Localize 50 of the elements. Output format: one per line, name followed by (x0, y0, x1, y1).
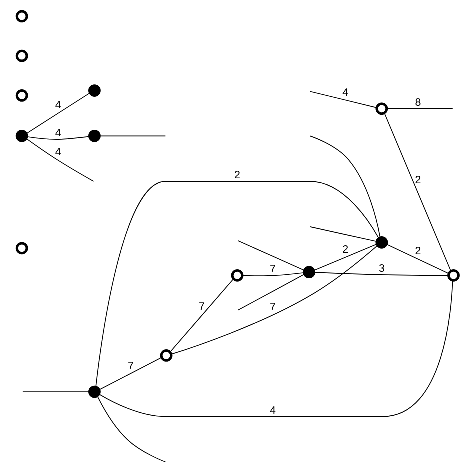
connector (242, 272, 304, 276)
edge-label: 7 (198, 300, 204, 313)
edge-label: 7 (270, 264, 276, 276)
edge-label: 2 (342, 244, 348, 256)
node-dot (88, 386, 100, 398)
node-circle (230, 269, 244, 282)
node-dot (15, 130, 28, 142)
connector (99, 280, 453, 418)
connector (97, 396, 166, 463)
edge-label: 4 (54, 146, 61, 158)
connector (100, 136, 166, 137)
connector (309, 136, 380, 238)
connector (237, 240, 304, 271)
connector (169, 278, 234, 353)
node-circle (15, 10, 28, 23)
connector (314, 244, 376, 271)
connector (386, 244, 449, 274)
node-circle (447, 269, 460, 282)
connector (99, 357, 162, 390)
connector (26, 93, 90, 134)
connector (386, 108, 453, 110)
edge-label: 2 (414, 246, 421, 258)
connector (314, 272, 449, 276)
edge-label: 3 (378, 262, 384, 275)
edge-label: 7 (128, 360, 134, 372)
node-dot (88, 84, 100, 97)
connector (237, 274, 304, 311)
edge-label: 2 (414, 174, 421, 187)
edge-label: 4 (54, 127, 61, 140)
node-circle (15, 242, 28, 255)
node-circle (15, 50, 28, 62)
connector (309, 226, 376, 242)
connector (26, 139, 94, 182)
edge-label: 4 (342, 87, 348, 100)
edge-label: 7 (270, 302, 276, 314)
node-dot (302, 266, 315, 279)
node-circle (375, 102, 388, 116)
edge-label: 2 (234, 170, 240, 182)
connector (384, 112, 452, 272)
node-circle (160, 350, 172, 362)
node-dot (375, 236, 388, 249)
edge-label: 8 (414, 96, 421, 109)
connector (27, 136, 89, 140)
connector (170, 246, 378, 355)
node-circle (15, 90, 28, 102)
edge-label: 4 (270, 404, 276, 417)
edge-label: 4 (54, 99, 61, 112)
node-dot (88, 130, 100, 142)
connector (95, 181, 378, 387)
connector (309, 91, 377, 108)
